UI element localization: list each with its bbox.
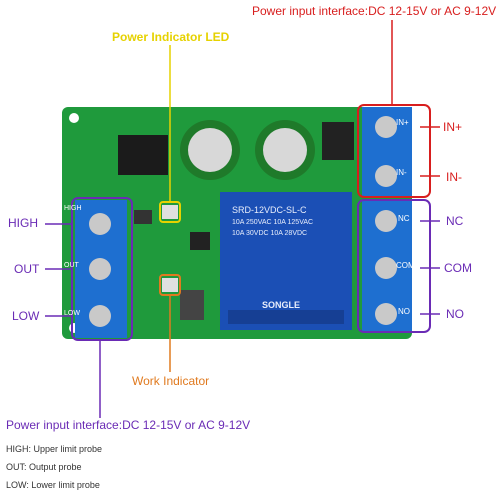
terminal-silk-nc: NC <box>398 214 410 223</box>
bridge-rectifier <box>322 122 354 160</box>
screw <box>375 210 397 232</box>
terminal-silk-com: COM <box>396 261 415 270</box>
high-label: HIGH <box>8 216 38 230</box>
capacitor-left-top <box>188 128 232 172</box>
screw <box>89 213 111 235</box>
terminal-silk-in-minus: IN- <box>396 168 407 177</box>
power-led <box>162 205 178 219</box>
legend-high: HIGH: Upper limit probe <box>6 444 103 454</box>
nc-label: NC <box>446 214 464 228</box>
relay-rating-text: 10A 250VAC 10A 125VAC <box>232 219 314 226</box>
relay-output-highlight-box <box>357 199 431 333</box>
relay-base <box>228 310 344 324</box>
diode <box>180 290 204 320</box>
screw <box>375 257 397 279</box>
legend-low: LOW: Lower limit probe <box>6 480 100 490</box>
screw <box>375 165 397 187</box>
relay-brand: SONGLE <box>262 300 301 310</box>
work-indicator-label: Work Indicator <box>132 374 210 388</box>
transistor <box>190 232 210 250</box>
relay-body <box>220 192 352 330</box>
work-led <box>162 278 178 292</box>
terminal-silk-in-plus: IN+ <box>396 118 409 127</box>
out-label: OUT <box>14 262 40 276</box>
relay-rating-text: 10A 30VDC 10A 28VDC <box>232 230 308 237</box>
power-input-highlight-box <box>357 104 431 198</box>
in-plus-label: IN+ <box>443 120 463 134</box>
screw <box>375 116 397 138</box>
no-label: NO <box>446 307 464 321</box>
screw <box>89 305 111 327</box>
terminal-silk-high: HIGH <box>64 205 82 212</box>
screw <box>89 258 111 280</box>
ic-chip <box>118 135 168 175</box>
mount-hole <box>69 113 79 123</box>
terminal-silk-out: OUT <box>64 262 79 269</box>
power-input-top-label: Power input interface:DC 12-15V or AC 9-… <box>252 4 497 18</box>
capacitor-right-top <box>263 128 307 172</box>
in-minus-label: IN- <box>446 170 462 184</box>
low-label: LOW <box>12 309 40 323</box>
smd-component <box>134 210 152 224</box>
com-label: COM <box>444 261 472 275</box>
terminal-silk-low: LOW <box>64 310 80 317</box>
power-indicator-led-label: Power Indicator LED <box>112 30 230 44</box>
power-input-bottom-label: Power input interface:DC 12-15V or AC 9-… <box>6 418 251 432</box>
legend-out: OUT: Output probe <box>6 462 82 472</box>
relay-model-text: SRD-12VDC-SL-C <box>232 205 307 215</box>
screw <box>375 303 397 325</box>
terminal-silk-no: NO <box>398 307 410 316</box>
